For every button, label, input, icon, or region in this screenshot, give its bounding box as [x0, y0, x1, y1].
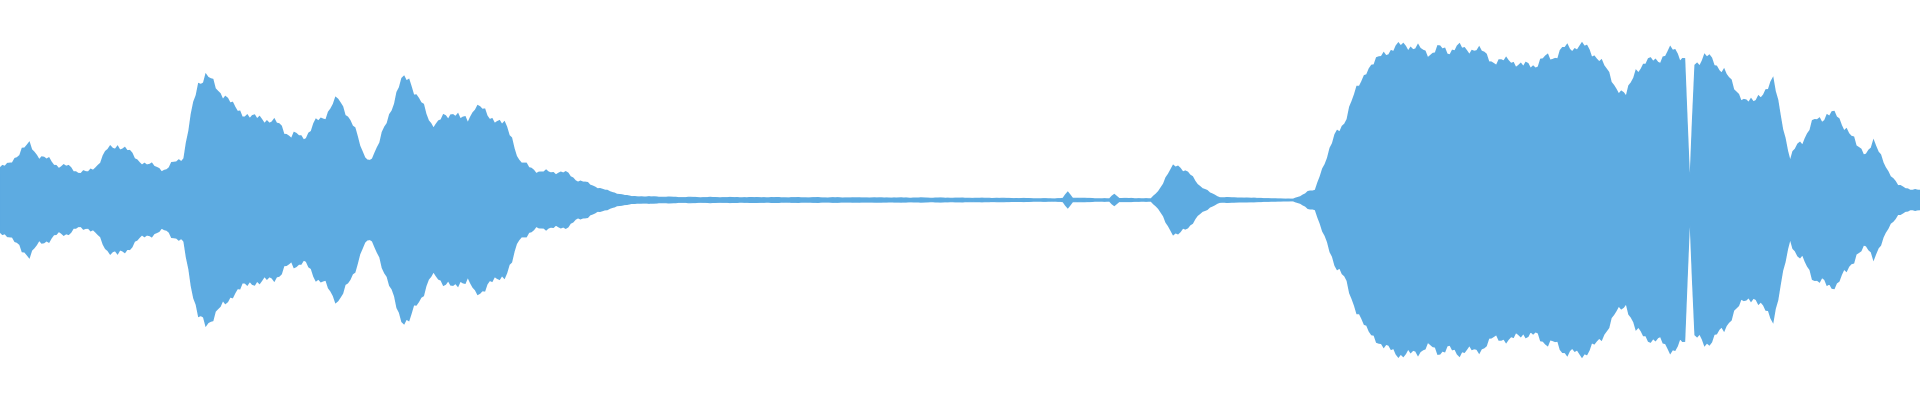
waveform-shape — [0, 41, 1920, 359]
